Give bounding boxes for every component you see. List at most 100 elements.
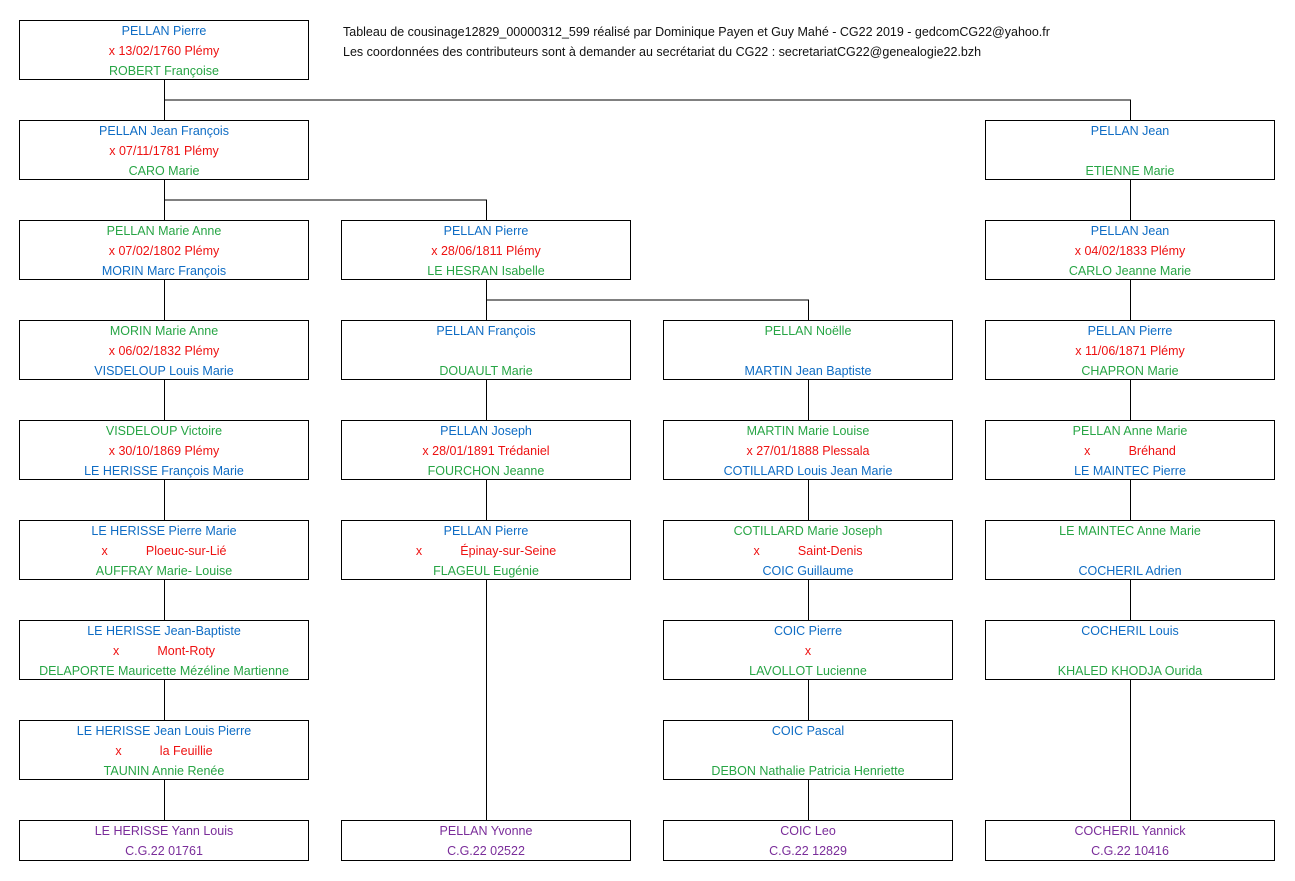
marriage-info: x 28/06/1811 Plémy xyxy=(431,244,541,258)
person-box-le-herisse-jean-louis-pierre: LE HERISSE Jean Louis Pierre x la Feuill… xyxy=(19,720,309,780)
spouse-name: CHAPRON Marie xyxy=(1081,364,1179,378)
person-box-coic-pierre: COIC Pierre x LAVOLLOT Lucienne xyxy=(663,620,953,680)
person-name: COIC Pierre xyxy=(773,624,843,638)
person-box-pellan-noelle: PELLAN Noëlle MARTIN Jean Baptiste xyxy=(663,320,953,380)
person-box-pellan-jean-2: PELLAN Jean x 04/02/1833 Plémy CARLO Jea… xyxy=(985,220,1275,280)
person-name: PELLAN François xyxy=(436,324,536,338)
member-ref: C.G.22 01761 xyxy=(125,844,203,858)
person-name: COCHERIL Yannick xyxy=(1074,824,1186,838)
marriage-info xyxy=(986,541,1274,561)
person-box-pellan-pierre-4: PELLAN Pierre x Épinay-sur-Seine FLAGEUL… xyxy=(341,520,631,580)
marriage-info: x la Feuillie xyxy=(115,744,213,758)
marriage-info xyxy=(664,341,952,361)
marriage-info xyxy=(986,641,1274,661)
member-ref: C.G.22 12829 xyxy=(769,844,847,858)
person-name: PELLAN Yvonne xyxy=(439,824,533,838)
marriage-info: x 04/02/1833 Plémy xyxy=(1074,244,1186,258)
person-box-coic-pascal: COIC Pascal DEBON Nathalie Patricia Henr… xyxy=(663,720,953,780)
person-box-pellan-anne-marie: PELLAN Anne Marie x Bréhand LE MAINTEC P… xyxy=(985,420,1275,480)
person-name: COTILLARD Marie Joseph xyxy=(733,524,883,538)
spouse-name: LE HERISSE François Marie xyxy=(84,464,244,478)
member-ref: C.G.22 10416 xyxy=(1091,844,1169,858)
marriage-info: x 13/02/1760 Plémy xyxy=(108,44,220,58)
person-name: LE HERISSE Pierre Marie xyxy=(91,524,237,538)
spouse-name: VISDELOUP Louis Marie xyxy=(94,364,234,378)
person-box-morin-marie-anne: MORIN Marie Anne x 06/02/1832 Plémy VISD… xyxy=(19,320,309,380)
spouse-name: COIC Guillaume xyxy=(762,564,854,578)
spouse-name: LE HESRAN Isabelle xyxy=(427,264,545,278)
spouse-name: FLAGEUL Eugénie xyxy=(433,564,539,578)
spouse-name: FOURCHON Jeanne xyxy=(427,464,545,478)
person-box-cocheril-louis: COCHERIL Louis KHALED KHODJA Ourida xyxy=(985,620,1275,680)
person-box-pellan-yvonne: PELLAN Yvonne C.G.22 02522 xyxy=(341,820,631,861)
marriage-info: x Saint-Denis xyxy=(753,544,863,558)
person-name: PELLAN Pierre xyxy=(1087,324,1173,338)
person-name: MORIN Marie Anne xyxy=(109,324,219,338)
marriage-info: x Épinay-sur-Seine xyxy=(415,544,557,558)
person-name: PELLAN Jean xyxy=(1090,224,1170,238)
person-name: PELLAN Joseph xyxy=(440,424,532,438)
person-box-pellan-pierre-root: PELLAN Pierre x 13/02/1760 Plémy ROBERT … xyxy=(19,20,309,80)
marriage-info: x 30/10/1869 Plémy xyxy=(108,444,220,458)
person-box-le-herisse-yann-louis: LE HERISSE Yann Louis C.G.22 01761 xyxy=(19,820,309,861)
spouse-name: DEBON Nathalie Patricia Henriette xyxy=(711,764,905,778)
spouse-name: KHALED KHODJA Ourida xyxy=(1057,664,1203,678)
header-contact: Les coordonnées des contributeurs sont à… xyxy=(343,45,982,59)
person-name: PELLAN Anne Marie xyxy=(1072,424,1188,438)
marriage-info: x Bréhand xyxy=(1084,444,1176,458)
person-box-visdeloup-victoire: VISDELOUP Victoire x 30/10/1869 Plémy LE… xyxy=(19,420,309,480)
marriage-info: x 07/11/1781 Plémy xyxy=(109,144,219,158)
person-box-coic-leo: COIC Leo C.G.22 12829 xyxy=(663,820,953,861)
spouse-name: CARLO Jeanne Marie xyxy=(1068,264,1192,278)
person-name: LE HERISSE Yann Louis xyxy=(94,824,234,838)
person-name: VISDELOUP Victoire xyxy=(105,424,223,438)
person-name: PELLAN Marie Anne xyxy=(106,224,222,238)
marriage-info: x 28/01/1891 Trédaniel xyxy=(422,444,550,458)
person-name: LE HERISSE Jean Louis Pierre xyxy=(76,724,252,738)
person-box-pellan-jean-1: PELLAN Jean ETIENNE Marie xyxy=(985,120,1275,180)
marriage-info: x 07/02/1802 Plémy xyxy=(108,244,220,258)
person-box-pellan-pierre-2: PELLAN Pierre x 28/06/1811 Plémy LE HESR… xyxy=(341,220,631,280)
spouse-name: TAUNIN Annie Renée xyxy=(103,764,225,778)
chart-header: Tableau de cousinage12829_00000312_599 r… xyxy=(343,22,1050,62)
person-box-cotillard-marie-joseph: COTILLARD Marie Joseph x Saint-Denis COI… xyxy=(663,520,953,580)
spouse-name: COCHERIL Adrien xyxy=(1078,564,1182,578)
person-name: LE HERISSE Jean-Baptiste xyxy=(87,624,241,638)
spouse-name: CARO Marie xyxy=(128,164,200,178)
person-name: COIC Pascal xyxy=(771,724,845,738)
spouse-name: ETIENNE Marie xyxy=(1085,164,1175,178)
person-box-cocheril-yannick: COCHERIL Yannick C.G.22 10416 xyxy=(985,820,1275,861)
marriage-info: x 27/01/1888 Plessala xyxy=(746,444,870,458)
person-name: PELLAN Pierre xyxy=(443,524,529,538)
person-box-martin-marie-louise: MARTIN Marie Louise x 27/01/1888 Plessal… xyxy=(663,420,953,480)
spouse-name: MORIN Marc François xyxy=(101,264,227,278)
person-name: PELLAN Jean François xyxy=(99,124,229,138)
marriage-info xyxy=(342,341,630,361)
person-name: COIC Leo xyxy=(780,824,836,838)
spouse-name: MARTIN Jean Baptiste xyxy=(744,364,872,378)
marriage-info: x Mont-Roty xyxy=(112,644,216,658)
person-name: COCHERIL Louis xyxy=(1081,624,1179,638)
person-box-pellan-marie-anne: PELLAN Marie Anne x 07/02/1802 Plémy MOR… xyxy=(19,220,309,280)
person-box-le-herisse-pierre-marie: LE HERISSE Pierre Marie x Ploeuc-sur-Lié… xyxy=(19,520,309,580)
spouse-name: LE MAINTEC Pierre xyxy=(1074,464,1186,478)
marriage-info: x 06/02/1832 Plémy xyxy=(108,344,220,358)
person-box-le-herisse-jean-baptiste: LE HERISSE Jean-Baptiste x Mont-Roty DEL… xyxy=(19,620,309,680)
spouse-name: ROBERT Françoise xyxy=(109,64,219,78)
person-name: PELLAN Jean xyxy=(1090,124,1170,138)
person-name: PELLAN Pierre xyxy=(121,24,207,38)
person-box-pellan-joseph: PELLAN Joseph x 28/01/1891 Trédaniel FOU… xyxy=(341,420,631,480)
spouse-name: DOUAULT Marie xyxy=(439,364,533,378)
person-box-pellan-francois: PELLAN François DOUAULT Marie xyxy=(341,320,631,380)
header-title: Tableau de cousinage12829_00000312_599 r… xyxy=(343,25,1050,39)
marriage-info: x xyxy=(804,644,812,658)
marriage-info: x Ploeuc-sur-Lié xyxy=(101,544,227,558)
marriage-info xyxy=(664,741,952,761)
person-name: PELLAN Noëlle xyxy=(764,324,852,338)
spouse-name: AUFFRAY Marie- Louise xyxy=(95,564,233,578)
marriage-info: x 11/06/1871 Plémy xyxy=(1075,344,1185,358)
person-name: MARTIN Marie Louise xyxy=(746,424,870,438)
person-box-le-maintec-anne-marie: LE MAINTEC Anne Marie COCHERIL Adrien xyxy=(985,520,1275,580)
spouse-name: COTILLARD Louis Jean Marie xyxy=(723,464,893,478)
